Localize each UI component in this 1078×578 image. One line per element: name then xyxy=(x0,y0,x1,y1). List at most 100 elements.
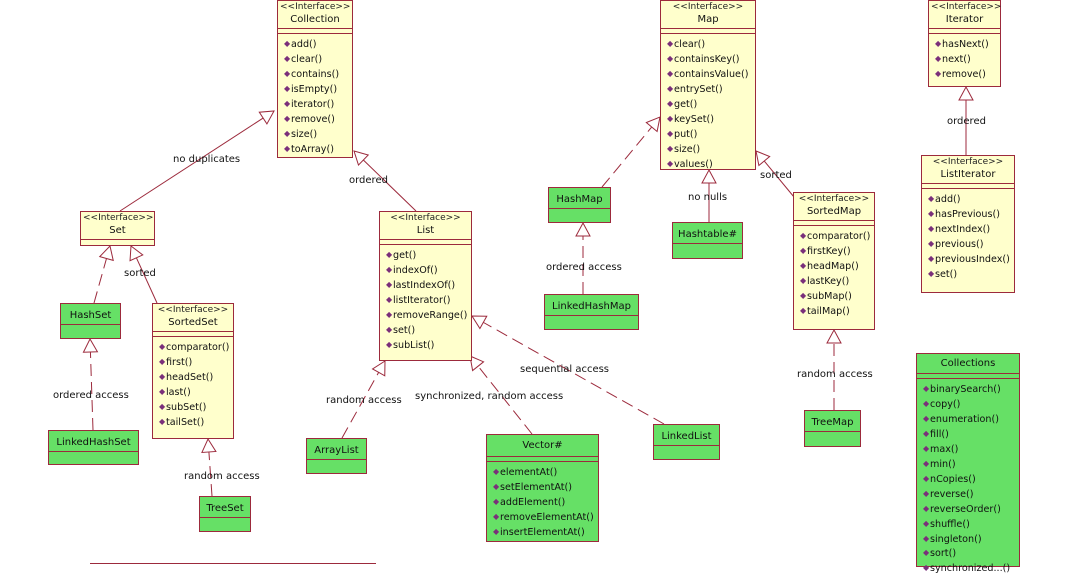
treeset-sortedset-line xyxy=(208,451,213,497)
stereotype-label: <<Interface>> xyxy=(390,213,461,223)
operation-name: min() xyxy=(930,458,956,470)
operation-item: ◆addElement() xyxy=(493,495,594,510)
operation-name: containsValue() xyxy=(674,68,749,80)
hashtable-map-arrowhead xyxy=(701,168,717,184)
operation-item: ◆binarySearch() xyxy=(923,382,1015,397)
iterator-interface-box[interactable]: <<Interface>>Iterator ◆hasNext()◆next()◆… xyxy=(928,0,1001,87)
operation-item: ◆headSet() xyxy=(159,370,229,385)
vector-list-arrowhead xyxy=(469,355,485,372)
label-sequential-access: sequential access xyxy=(520,364,610,375)
hashtable-name: Hashtable# xyxy=(678,229,737,240)
operation-name: removeElementAt() xyxy=(500,511,594,523)
operation-name: set() xyxy=(393,324,416,336)
label-random-access-map: random access xyxy=(797,369,873,380)
operation-name: lastIndexOf() xyxy=(393,279,456,291)
operation-name: elementAt() xyxy=(500,467,558,478)
operation-name: get() xyxy=(674,98,698,110)
operation-item: ◆remove() xyxy=(935,67,996,82)
set-collection-line xyxy=(119,117,264,212)
operation-name: set() xyxy=(935,268,958,280)
treeset-class-box[interactable]: TreeSet xyxy=(199,496,251,532)
collection-operations: ◆add()◆clear()◆contains()◆isEmpty()◆iter… xyxy=(278,34,352,159)
operation-name: subSet() xyxy=(166,401,207,413)
iterator-name: Iterator xyxy=(945,14,984,25)
linkedhashset-class-box[interactable]: LinkedHashSet xyxy=(48,430,139,465)
operation-name: addElement() xyxy=(500,496,566,508)
operation-item: ◆add() xyxy=(284,37,348,52)
linkedhashmap-name: LinkedHashMap xyxy=(552,301,631,312)
operation-name: remove() xyxy=(291,113,335,125)
linkedlist-class-box[interactable]: LinkedList xyxy=(653,424,720,460)
method-icon: ◆ xyxy=(667,113,674,123)
linkedhashmap-class-box[interactable]: LinkedHashMap xyxy=(544,294,639,330)
operation-item: ◆lastIndexOf() xyxy=(386,278,467,293)
list-name: List xyxy=(416,225,435,236)
label-ordered-access-set: ordered access xyxy=(53,390,129,401)
operation-item: ◆singleton() xyxy=(923,532,1015,547)
operation-item: ◆set() xyxy=(928,267,1010,282)
linkedhashmap-hashmap-arrowhead xyxy=(575,221,591,237)
sortedset-interface-box[interactable]: <<Interface>>SortedSet ◆comparator()◆fir… xyxy=(152,303,234,439)
collections-class-box[interactable]: Collections ◆binarySearch()◆copy()◆enume… xyxy=(916,353,1020,574)
operation-item: ◆last() xyxy=(159,385,229,400)
hashmap-name: HashMap xyxy=(556,194,603,205)
operation-name: keySet() xyxy=(674,113,715,125)
method-icon: ◆ xyxy=(923,398,930,408)
operation-name: next() xyxy=(942,53,971,65)
arraylist-class-box[interactable]: ArrayList xyxy=(306,438,367,474)
method-icon: ◆ xyxy=(386,324,393,334)
operation-item: ◆tailSet() xyxy=(159,415,229,430)
method-icon: ◆ xyxy=(928,223,935,233)
operation-name: clear() xyxy=(674,39,706,50)
hashmap-class-box[interactable]: HashMap xyxy=(548,187,611,223)
sortedset-operations: ◆comparator()◆first()◆headSet()◆last()◆s… xyxy=(153,337,233,432)
treemap-class-box[interactable]: TreeMap xyxy=(804,410,861,447)
method-icon: ◆ xyxy=(159,342,166,351)
method-icon: ◆ xyxy=(284,98,291,108)
operation-name: toArray() xyxy=(291,143,334,155)
list-interface-box[interactable]: <<Interface>>List ◆get()◆indexOf()◆lastI… xyxy=(379,211,472,361)
hashtable-class-box[interactable]: Hashtable# xyxy=(672,222,743,259)
collection-interface-box[interactable]: <<Interface>>Collection ◆add()◆clear()◆c… xyxy=(277,0,353,158)
label-random-access-list: random access xyxy=(326,395,402,406)
set-interface-box[interactable]: <<Interface>>Set xyxy=(80,211,155,246)
method-icon: ◆ xyxy=(935,68,942,78)
operation-name: subMap() xyxy=(807,290,852,302)
method-icon: ◆ xyxy=(928,194,935,203)
method-icon: ◆ xyxy=(386,279,393,289)
treeset-name: TreeSet xyxy=(206,503,244,514)
method-icon: ◆ xyxy=(667,143,674,153)
hashset-class-box[interactable]: HashSet xyxy=(60,303,121,339)
vector-name: Vector# xyxy=(522,440,563,451)
method-icon: ◆ xyxy=(667,68,674,78)
operation-name: fill() xyxy=(930,428,949,440)
operation-name: tailMap() xyxy=(807,305,850,317)
operation-item: ◆min() xyxy=(923,457,1015,472)
set-name: Set xyxy=(109,225,126,236)
sortedmap-map-arrowhead xyxy=(755,150,771,167)
stereotype-label: <<Interface>> xyxy=(932,157,1004,167)
sortedmap-interface-box[interactable]: <<Interface>>SortedMap ◆comparator()◆fir… xyxy=(793,192,875,330)
treemap-sortedmap-arrowhead xyxy=(826,328,842,344)
list-collection-arrowhead xyxy=(353,150,370,167)
operation-item: ◆toArray() xyxy=(284,142,348,157)
method-icon: ◆ xyxy=(284,143,291,153)
map-interface-box[interactable]: <<Interface>>Map ◆clear()◆containsKey()◆… xyxy=(660,0,756,170)
method-icon: ◆ xyxy=(284,83,291,93)
stereotype-label: <<Interface>> xyxy=(672,2,744,12)
operation-item: ◆indexOf() xyxy=(386,263,467,278)
operation-name: hasPrevious() xyxy=(935,208,1000,220)
method-icon: ◆ xyxy=(386,264,393,274)
method-icon: ◆ xyxy=(386,294,393,304)
operation-item: ◆subList() xyxy=(386,338,467,353)
operation-name: size() xyxy=(291,128,318,140)
operation-name: remove() xyxy=(942,68,986,80)
method-icon: ◆ xyxy=(284,113,291,123)
operation-item: ◆comparator() xyxy=(800,229,870,244)
operation-item: ◆containsKey() xyxy=(667,52,751,67)
method-icon: ◆ xyxy=(928,268,935,278)
label-ordered-list: ordered xyxy=(349,175,388,186)
listiterator-interface-box[interactable]: <<Interface>>ListIterator ◆add()◆hasPrev… xyxy=(921,155,1015,293)
vector-class-box[interactable]: Vector# ◆elementAt()◆setElementAt()◆addE… xyxy=(486,434,599,542)
linkedlist-list-arrowhead xyxy=(471,315,488,330)
